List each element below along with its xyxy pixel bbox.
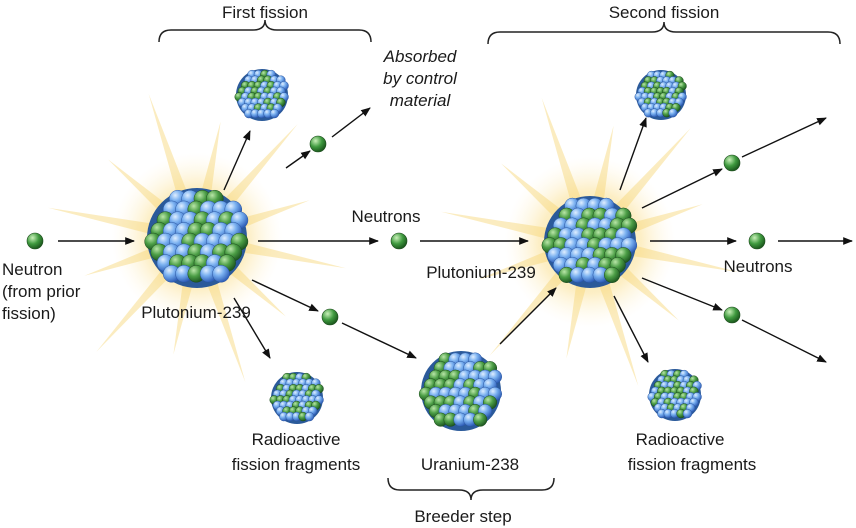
arrow-to-absorbed-neutron	[285, 150, 311, 169]
plutonium-239-nucleus-right	[541, 196, 638, 288]
fission-fragment-top-right	[634, 70, 687, 120]
arrow-uranium-to-plutonium	[499, 287, 557, 345]
arrow-absorbed-out	[331, 107, 371, 138]
arrow-to-lower-neutron	[251, 279, 319, 312]
neutrons-right-label: Neutrons	[724, 257, 793, 276]
arrow-to-lower-neutron-right	[641, 277, 723, 311]
arrow-upper-out	[741, 117, 827, 158]
neutron-source-line-3: fission)	[2, 304, 56, 323]
arrow-to-bottom-fragment-left	[233, 297, 271, 359]
neutron-lower	[321, 308, 339, 326]
plutonium-right-label: Plutonium-239	[426, 263, 536, 282]
arrow-to-top-fragment-left	[223, 130, 251, 191]
neutron-right-middle	[748, 232, 766, 250]
absorbed-line-2: by control	[383, 69, 458, 88]
neutron-incoming	[26, 232, 44, 250]
neutron-right-upper	[723, 154, 741, 172]
arrow-to-uranium	[341, 322, 417, 359]
uranium-238-nucleus	[418, 351, 503, 431]
arrow-to-upper-neutron-right	[641, 168, 723, 209]
fission-fragment-top-left	[234, 69, 289, 121]
fission-fragment-bottom-left	[269, 372, 324, 424]
arrow-to-top-fragment-right	[619, 117, 647, 191]
uranium-label: Uranium-238	[421, 455, 519, 474]
arrow-lower-out	[741, 319, 827, 363]
fragments-right-line-2: fission fragments	[628, 455, 757, 474]
nuclei	[26, 69, 766, 431]
brace-breeder-step	[387, 477, 555, 501]
breeder-step-label: Breeder step	[414, 507, 511, 526]
arrows	[58, 107, 853, 363]
fission-fragment-bottom-right	[647, 369, 702, 421]
second-fission-label: Second fission	[609, 3, 720, 22]
fragments-left-line-1: Radioactive	[252, 430, 341, 449]
absorbed-line-1: Absorbed	[383, 47, 457, 66]
first-fission-label: First fission	[222, 3, 308, 22]
labels: First fission Second fission Absorbed by…	[2, 3, 792, 526]
arrow-to-bottom-fragment-right	[613, 295, 649, 363]
neutron-right-lower	[723, 306, 741, 324]
fragments-left-line-2: fission fragments	[232, 455, 361, 474]
neutrons-middle-label: Neutrons	[352, 207, 421, 226]
braces	[158, 19, 841, 501]
glow-first-fission	[48, 93, 346, 383]
fragments-right-line-1: Radioactive	[636, 430, 725, 449]
brace-first-fission	[158, 19, 372, 43]
neutron-source-line-2: (from prior	[2, 282, 81, 301]
brace-second-fission	[487, 21, 841, 45]
absorbed-line-3: material	[390, 91, 452, 110]
plutonium-239-nucleus-left	[144, 188, 249, 288]
neutron-middle	[390, 232, 408, 250]
neutron-absorbed	[309, 135, 327, 153]
neutron-source-line-1: Neutron	[2, 260, 62, 279]
plutonium-left-label: Plutonium-239	[141, 303, 251, 322]
